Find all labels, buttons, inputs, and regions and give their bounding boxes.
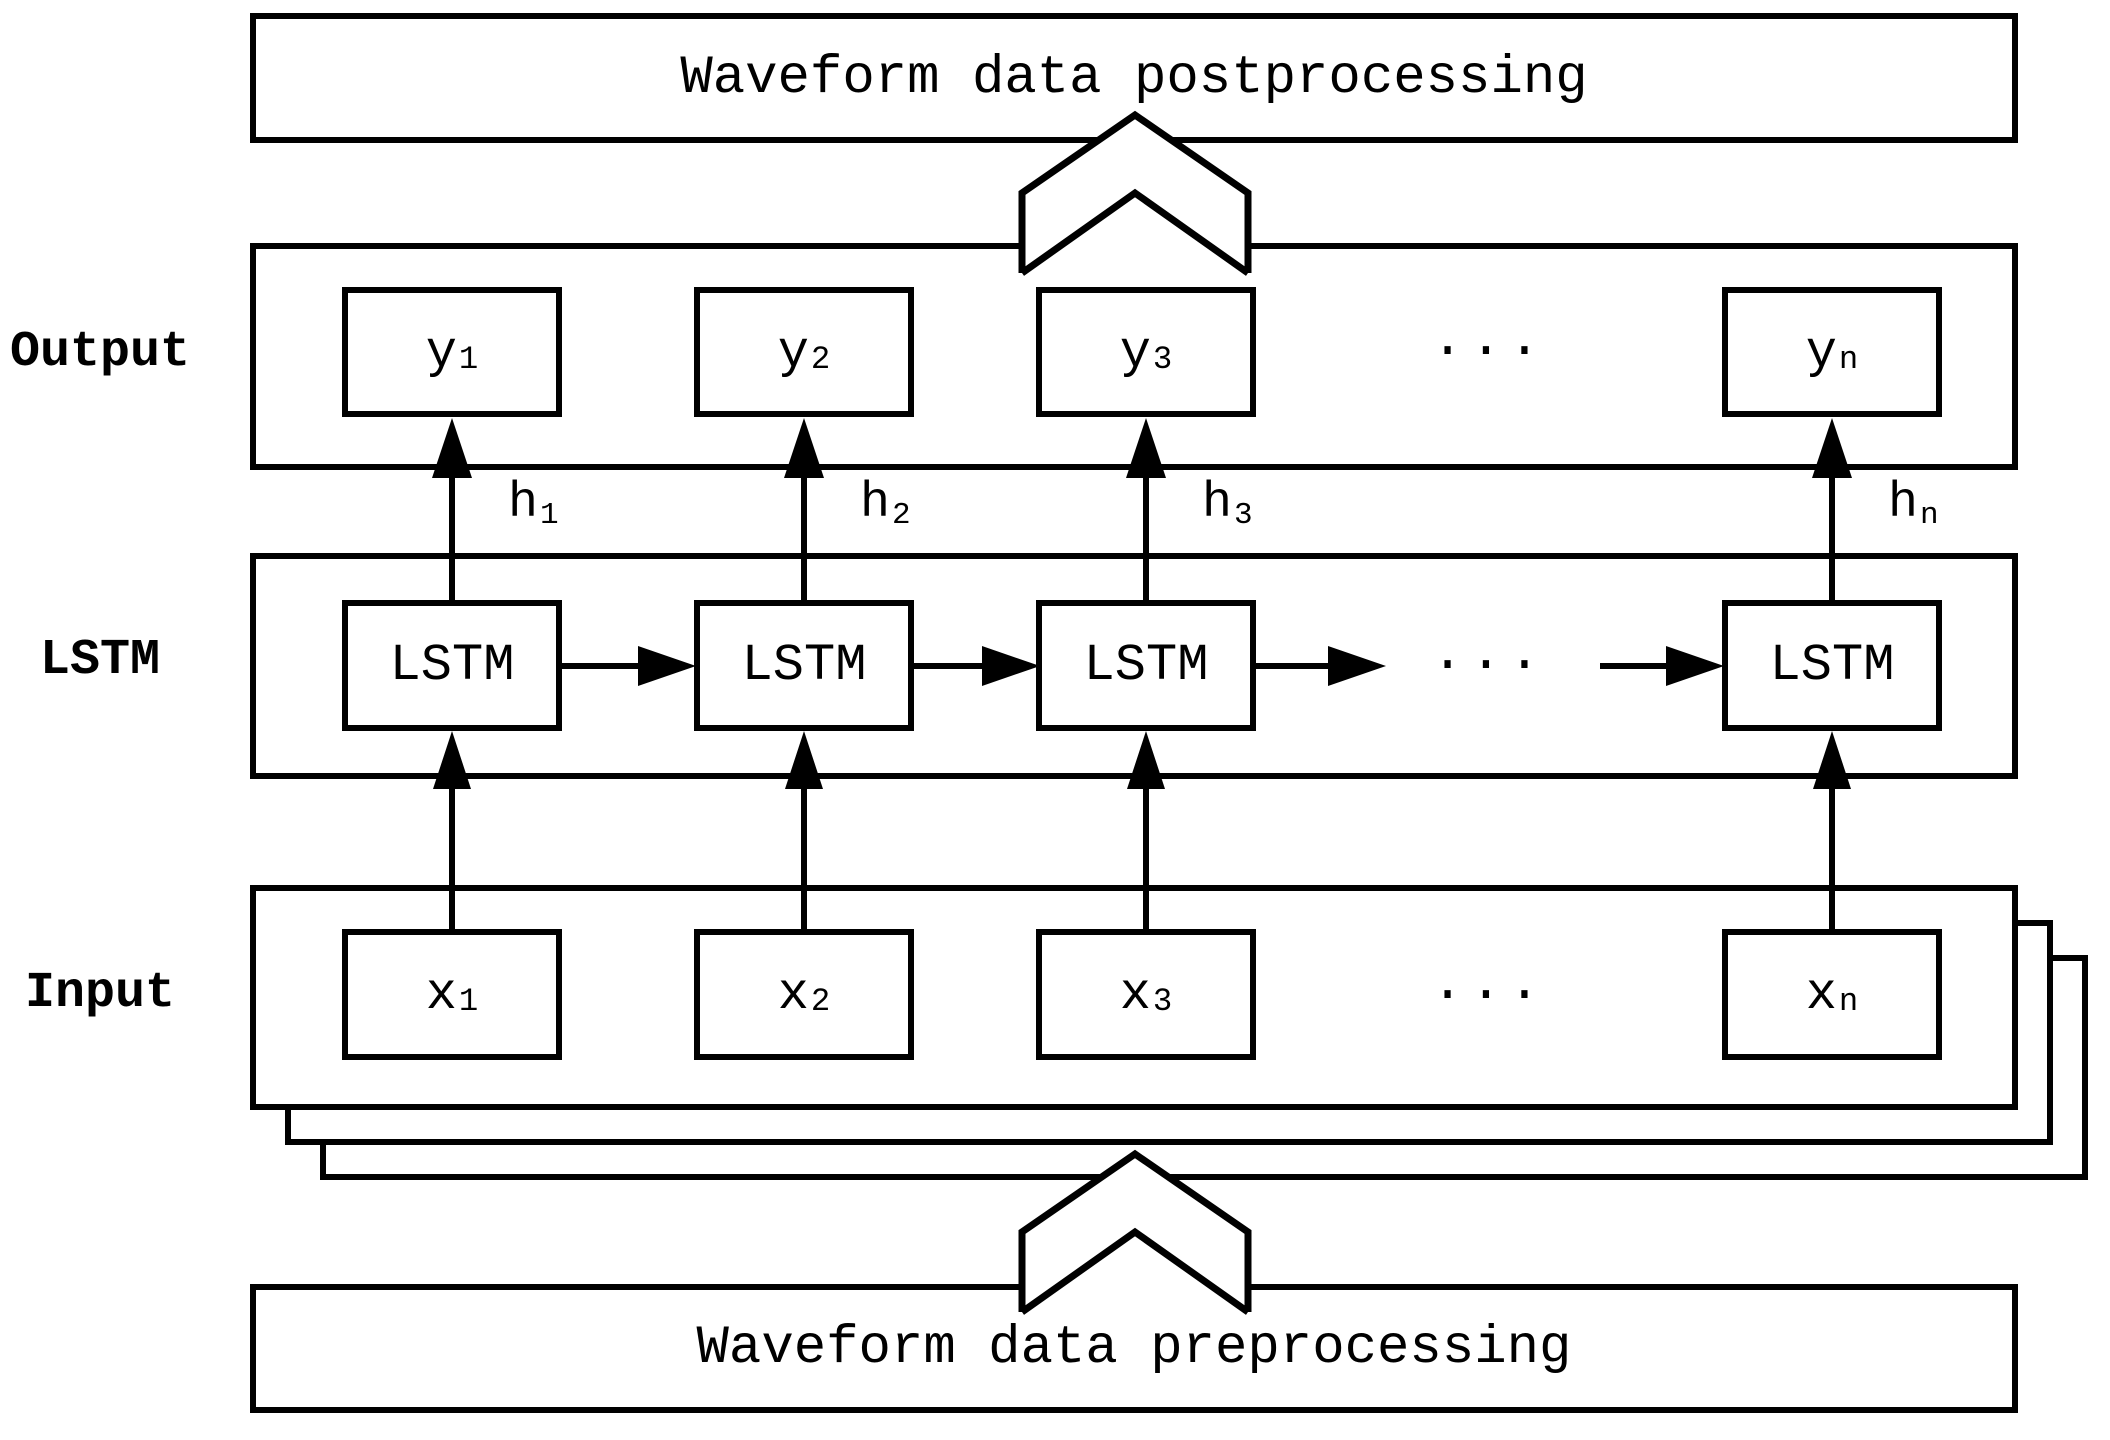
hidden-state-label-h2: h2 — [860, 476, 911, 537]
output-box-y2-label: y — [777, 322, 809, 382]
h3-base: h — [1202, 475, 1233, 532]
lstm-box-1: LSTM — [342, 600, 562, 731]
input-box-x3-label: x — [1119, 965, 1151, 1024]
preprocessing-banner: Waveform data preprocessing — [250, 1284, 2018, 1413]
input-row-ellipsis: ... — [1431, 954, 1547, 1015]
input-box-x3-subscript: 3 — [1152, 983, 1173, 1021]
input-row-label: Input — [24, 965, 176, 1022]
output-box-yn-label: y — [1805, 322, 1837, 382]
hidden-state-label-hn: hn — [1888, 476, 1939, 537]
lstm-row-label: LSTM — [39, 632, 161, 689]
h2-subscript: 2 — [892, 497, 911, 533]
h1-base: h — [508, 475, 539, 532]
postprocessing-banner-label: Waveform data postprocessing — [680, 47, 1588, 109]
hidden-state-label-h1: h1 — [508, 476, 559, 537]
input-box-x2-label: x — [777, 965, 809, 1024]
lstm-box-2: LSTM — [694, 600, 914, 731]
hn-subscript: n — [1920, 497, 1939, 533]
h2-base: h — [860, 475, 891, 532]
output-box-yn-subscript: n — [1838, 340, 1859, 378]
lstm-box-3-label: LSTM — [1083, 636, 1209, 695]
output-box-y3-subscript: 3 — [1152, 340, 1173, 378]
output-row-label: Output — [9, 324, 191, 381]
postprocessing-banner: Waveform data postprocessing — [250, 13, 2018, 143]
lstm-box-n: LSTM — [1722, 600, 1942, 731]
output-box-y1-subscript: 1 — [458, 340, 479, 378]
hidden-state-label-h3: h3 — [1202, 476, 1253, 537]
output-box-y3-label: y — [1119, 322, 1151, 382]
preprocessing-banner-label: Waveform data preprocessing — [696, 1318, 1572, 1379]
lstm-box-2-label: LSTM — [741, 636, 867, 695]
lstm-box-n-label: LSTM — [1769, 636, 1895, 695]
lstm-box-3: LSTM — [1036, 600, 1256, 731]
hn-base: h — [1888, 475, 1919, 532]
lstm-box-1-label: LSTM — [389, 636, 515, 695]
h3-subscript: 3 — [1234, 497, 1253, 533]
output-box-y2-subscript: 2 — [810, 340, 831, 378]
input-box-x1-subscript: 1 — [458, 983, 479, 1021]
output-row-ellipsis: ... — [1431, 310, 1547, 371]
output-box-y1-label: y — [425, 322, 457, 382]
h1-subscript: 1 — [540, 497, 559, 533]
input-box-x1-label: x — [425, 965, 457, 1024]
lstm-row-ellipsis: ... — [1431, 624, 1547, 685]
input-box-xn-label: x — [1805, 965, 1837, 1024]
input-box-xn-subscript: n — [1838, 983, 1859, 1021]
input-box-x2-subscript: 2 — [810, 983, 831, 1021]
